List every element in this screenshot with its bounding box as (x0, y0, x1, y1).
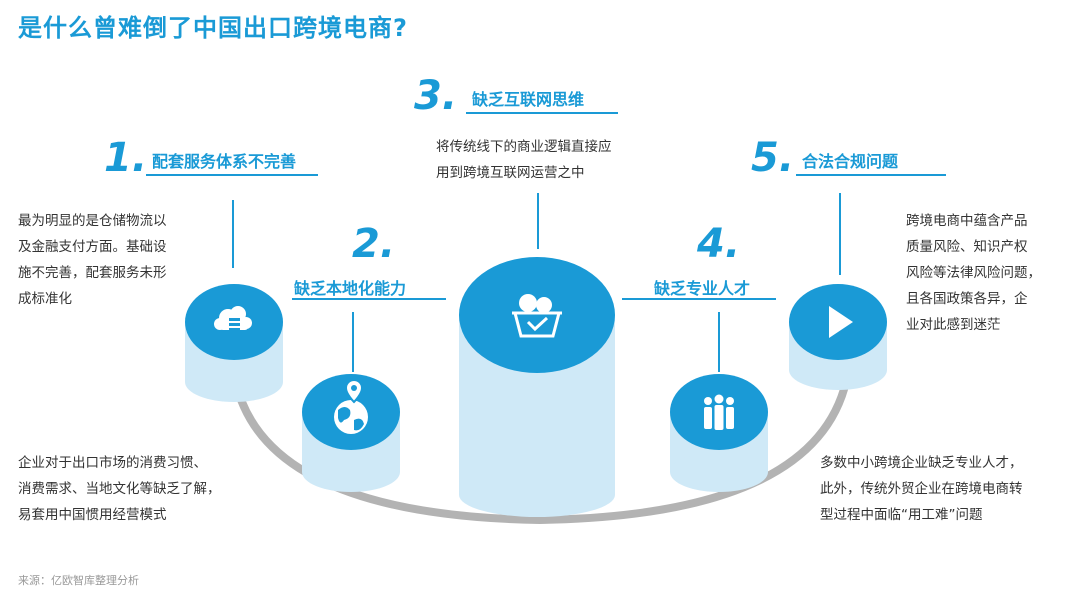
source-note: 来源：亿欧智库整理分析 (18, 574, 139, 587)
base-ring (228, 354, 854, 525)
item-3-heading: 缺乏互联网思维 (472, 90, 585, 109)
cloud-server-icon (214, 306, 252, 331)
globe-location-icon (334, 379, 368, 434)
item-1-number: 1. (104, 135, 148, 181)
item-1-heading: 配套服务体系不完善 (152, 152, 297, 171)
item-2-heading: 缺乏本地化能力 (294, 279, 407, 298)
item-1-description: 最为明显的是仓储物流以 及金融支付方面。基础设 施不完善，配套服务未形 成标准化 (18, 213, 167, 307)
cylinder-3 (459, 257, 615, 517)
connector-1 (232, 200, 234, 268)
connector-4-h (622, 298, 776, 300)
connector-2-h (292, 298, 446, 300)
people-group-icon (704, 394, 734, 430)
play-icon (829, 306, 853, 338)
basket-check-icon (512, 294, 562, 338)
item-5-number: 5. (751, 135, 795, 181)
item-4-description: 多数中小跨境企业缺乏专业人才， 此外，传统外贸企业在跨境电商转 型过程中面临“用… (820, 455, 1023, 523)
cylinder-2 (302, 374, 400, 492)
item-3-description: 将传统线下的商业逻辑直接应 用到跨境互联网运营之中 (436, 139, 612, 181)
connector-3 (537, 193, 539, 249)
cylinder-1 (185, 284, 283, 402)
item-5-heading: 合法合规问题 (802, 152, 899, 171)
item-1-underline (146, 174, 318, 176)
cylinder-5 (789, 284, 887, 390)
item-2-description: 企业对于出口市场的消费习惯、 消费需求、当地文化等缺乏了解， 易套用中国惯用经营… (18, 455, 221, 523)
item-4-heading: 缺乏专业人才 (654, 279, 751, 298)
connector-5 (839, 193, 841, 275)
connector-2 (352, 312, 354, 372)
item-5-underline (796, 174, 946, 176)
item-2-number: 2. (352, 221, 396, 267)
page-title: 是什么曾难倒了中国出口跨境电商? (18, 14, 408, 42)
cylinder-4 (670, 374, 768, 492)
item-3-underline (466, 112, 618, 114)
item-4-number: 4. (697, 221, 741, 267)
connector-4 (718, 312, 720, 372)
item-3-number: 3. (414, 73, 458, 119)
item-5-description: 跨境电商中蕴含产品 质量风险、知识产权 风险等法律风险问题， 且各国政策各异，企… (906, 213, 1041, 333)
